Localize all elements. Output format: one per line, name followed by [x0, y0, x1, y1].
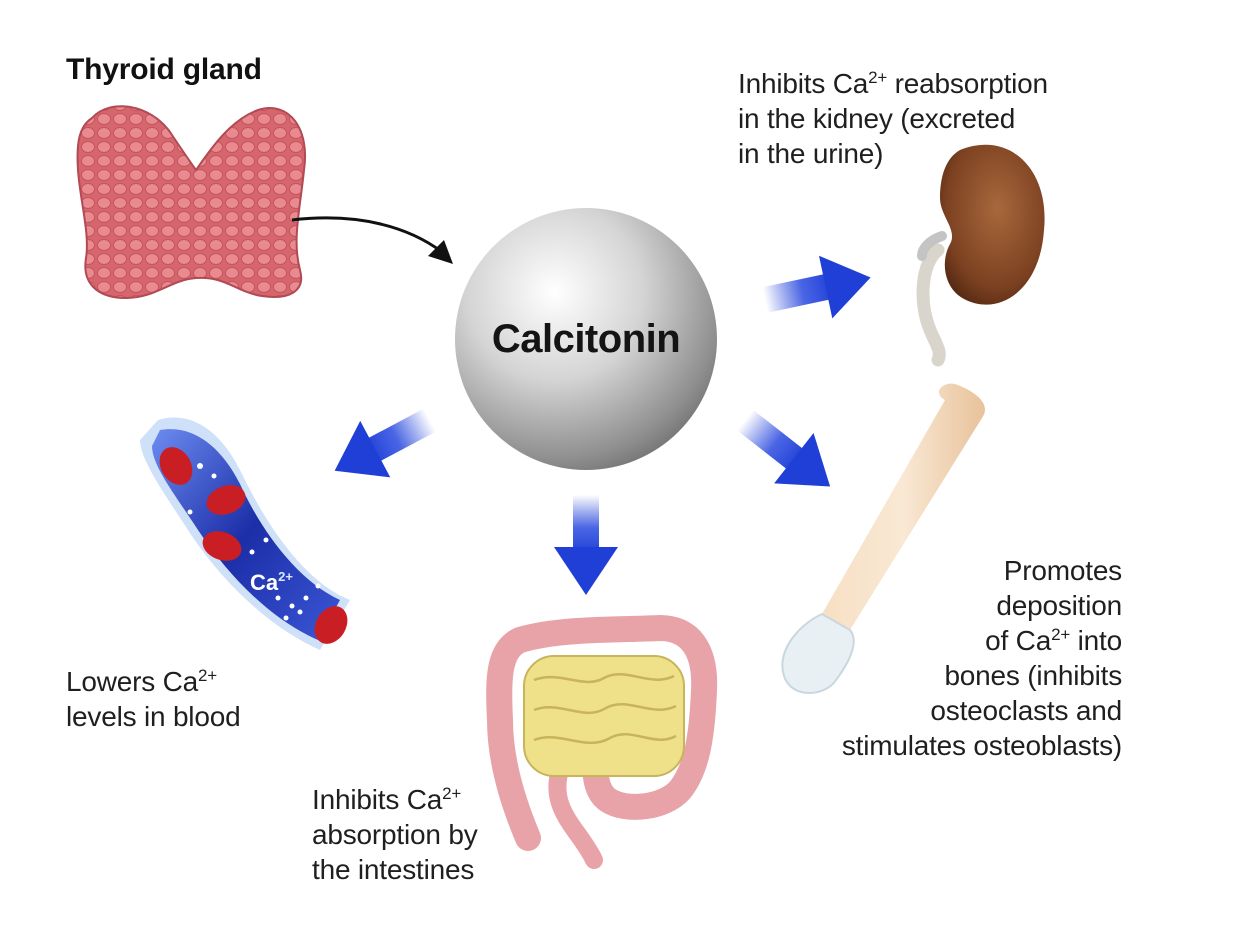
calcium-ion-label: Ca2+ — [250, 569, 293, 595]
intestine-illustration — [486, 614, 718, 869]
arrow-to-kidney — [762, 255, 871, 319]
red-blood-cell — [314, 606, 348, 644]
calcitonin-label: Calcitonin — [491, 316, 681, 361]
thyroid-gland-label: Thyroid gland — [66, 53, 262, 86]
kidney-illustration — [916, 144, 1045, 367]
thyroid-to-calcitonin-arrow — [291, 216, 453, 264]
red-blood-cell — [206, 485, 246, 515]
arrow-to-blood-vessel — [334, 408, 437, 478]
thyroid-illustration — [76, 105, 307, 300]
red-blood-cell — [202, 531, 242, 561]
bone-illustration — [781, 383, 985, 694]
intestine-effect-text: Inhibits Ca2+ absorption by the intestin… — [312, 784, 478, 885]
arrow-to-bone — [736, 409, 831, 487]
bone-effect-text: Promotes deposition of Ca2+ into bones (… — [841, 555, 1122, 761]
blood-vessel-illustration — [140, 417, 350, 650]
blood-effect-text: Lowers Ca2+ levels in blood — [66, 666, 241, 732]
red-blood-cell — [159, 447, 193, 485]
kidney-effect-text: Inhibits Ca2+ reabsorption in the kidney… — [738, 68, 1048, 169]
arrow-to-intestine — [554, 495, 618, 595]
calcitonin-sphere — [455, 208, 717, 470]
